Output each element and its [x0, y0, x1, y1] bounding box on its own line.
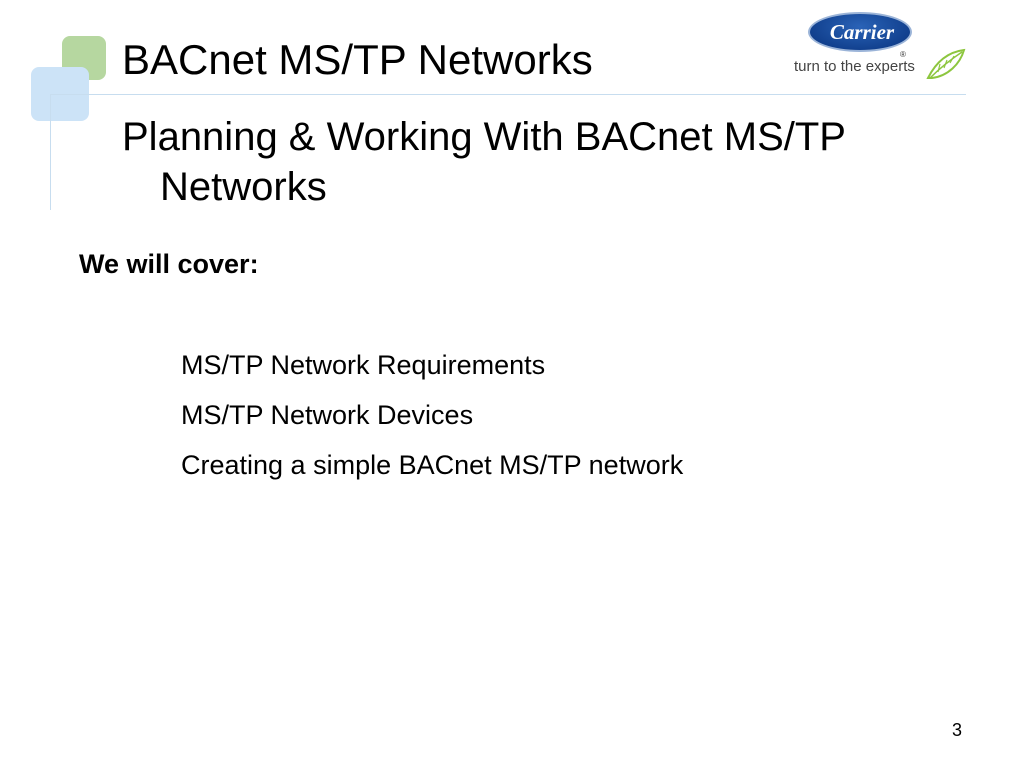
topic-item: Creating a simple BACnet MS/TP network [181, 450, 684, 480]
slide-title: BACnet MS/TP Networks [122, 36, 593, 83]
topic-list: MS/TP Network Requirements MS/TP Network… [181, 340, 683, 490]
logo-oval: Carrier [808, 12, 912, 52]
page-number: 3 [951, 720, 962, 740]
registered-mark: ® [900, 50, 906, 59]
side-divider [50, 94, 51, 210]
logo-tagline: turn to the experts [794, 58, 915, 75]
header-divider [50, 94, 966, 95]
slide-subtitle: Planning & Working With BACnet MS/TP Net… [122, 115, 846, 209]
carrier-logo: Carrier ® turn to the experts [792, 10, 972, 86]
logo-brand-name: Carrier [829, 20, 895, 44]
topic-item: MS/TP Network Devices [181, 400, 474, 430]
cover-heading: We will cover: [79, 249, 259, 279]
topic-item: MS/TP Network Requirements [181, 350, 546, 380]
leaf-icon [926, 48, 966, 79]
